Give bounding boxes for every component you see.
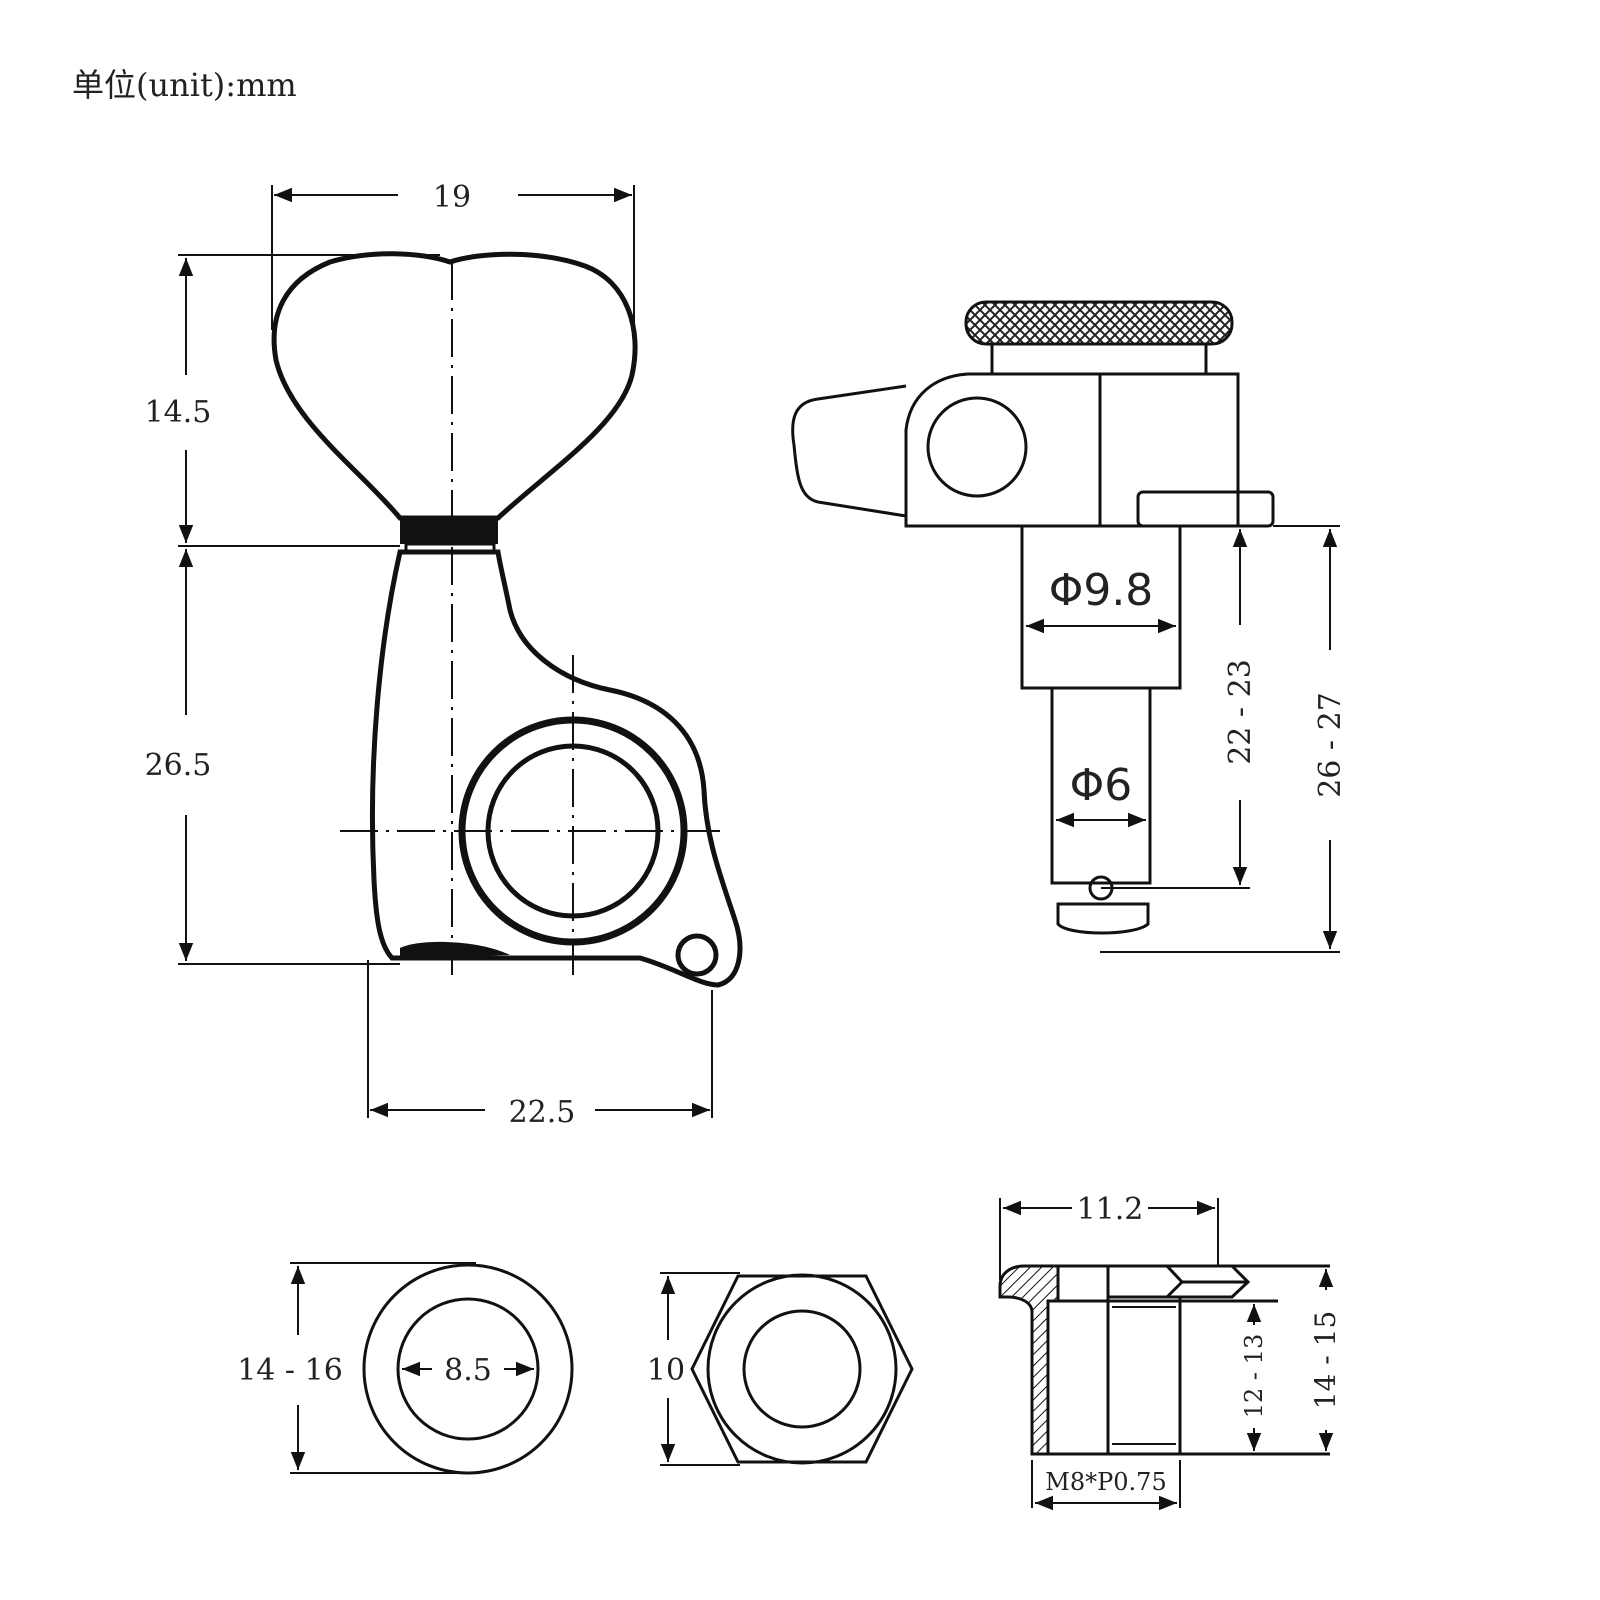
- hex-nut-outline: [690, 1274, 914, 1464]
- post-end: [1056, 902, 1150, 935]
- gear-housing: [904, 372, 1240, 528]
- bushing-view: 11.2 12 - 13 14 - 15 M8*P0.75: [998, 1192, 1342, 1511]
- hex-nut-bore: [742, 1309, 862, 1429]
- dim-nut-height: 10: [647, 1353, 685, 1388]
- dim-bushing-thread: M8*P0.75: [1045, 1468, 1166, 1496]
- dim-width-top: 19: [433, 180, 471, 215]
- dim-washer-inner: 8.5: [444, 1353, 492, 1388]
- housing-hole: [926, 396, 1028, 498]
- dim-bushing-outer-height: 14 - 15: [1309, 1311, 1342, 1410]
- dim-length-short: 22 - 23: [1223, 659, 1258, 765]
- hex-nut-chamfer: [706, 1273, 898, 1465]
- washer-view: 14 - 16 8.5: [237, 1262, 574, 1475]
- tuner-housing: [369, 549, 743, 988]
- dim-bushing-inner-height: 12 - 13: [1240, 1334, 1268, 1418]
- washer-inner: [396, 1297, 540, 1441]
- dim-shaft-diameter: Φ6: [1070, 760, 1133, 811]
- screw-hole: [675, 933, 719, 977]
- front-view: 19 14.5 26.5 22.5: [145, 180, 743, 1130]
- dim-width-bottom: 22.5: [509, 1095, 576, 1130]
- dim-post-diameter: Φ9.8: [1049, 565, 1154, 616]
- shaft: [1050, 686, 1152, 885]
- housing-tab: [1136, 490, 1275, 528]
- hex-nut-view: 10: [647, 1272, 914, 1466]
- side-view: Φ9.8 Φ6 22 - 23 26 - 27: [791, 300, 1348, 953]
- bushing-wall: [998, 1264, 1060, 1456]
- dim-bushing-width: 11.2: [1077, 1192, 1144, 1227]
- side-button: [791, 384, 907, 518]
- knob-collar: [400, 518, 498, 544]
- knurled-cap: [964, 300, 1234, 346]
- bushing-thread: [1106, 1295, 1182, 1456]
- dim-body-height: 26.5: [145, 748, 212, 783]
- dim-washer-outer: 14 - 16: [237, 1353, 343, 1388]
- unit-label: 单位(unit):mm: [72, 66, 297, 104]
- dim-knob-height: 14.5: [145, 395, 212, 430]
- tuner-knob: [271, 251, 638, 521]
- dim-length-long: 26 - 27: [1313, 692, 1348, 798]
